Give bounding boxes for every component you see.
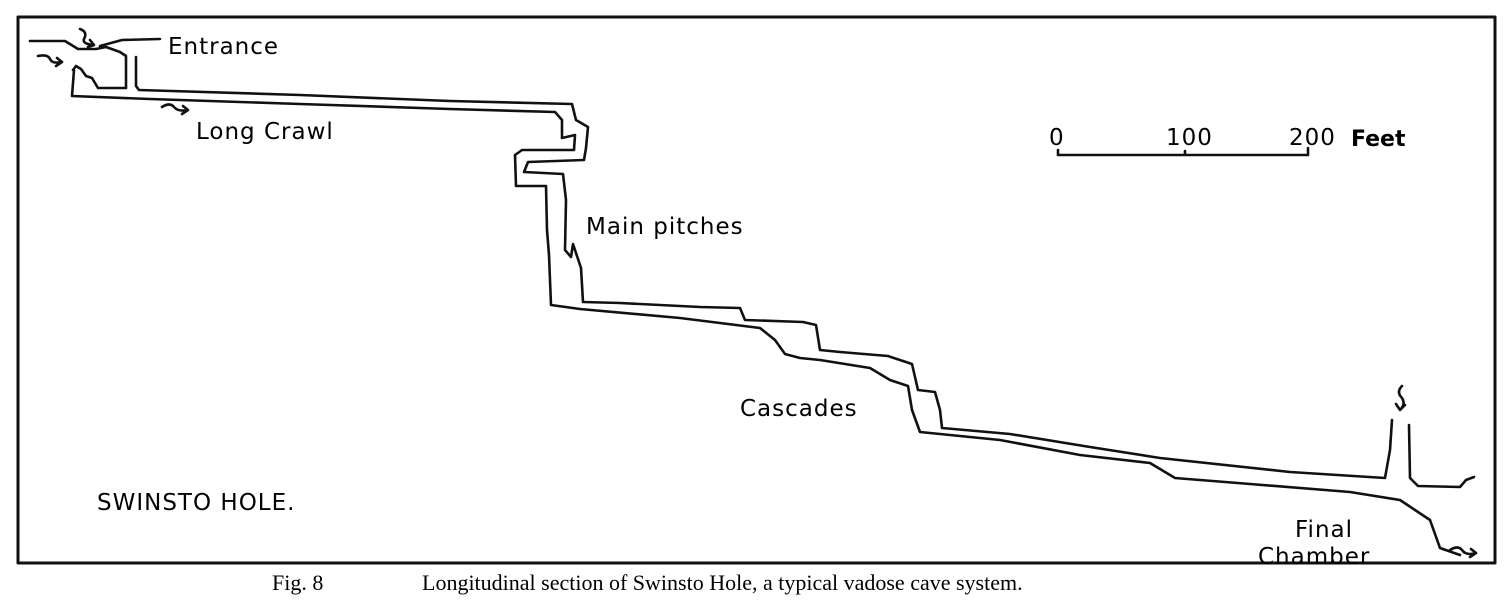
entrance-stream-arrow	[78, 27, 96, 49]
cave-floor-outline	[70, 68, 1462, 557]
figure-frame	[16, 15, 1497, 565]
label-long-crawl: Long Crawl	[196, 119, 334, 145]
scale-unit: Feet	[1351, 127, 1406, 152]
diagram-title: SWINSTO HOLE.	[97, 490, 296, 516]
label-entrance: Entrance	[168, 34, 280, 60]
label-main-pitches: Main pitches	[586, 214, 744, 240]
cave-roof-outline	[28, 39, 1476, 489]
scale-bar	[1056, 146, 1310, 157]
label-cascades: Cascades	[740, 396, 858, 422]
inlet-stream-arrow	[36, 54, 64, 68]
long-crawl-stream-arrow	[160, 103, 190, 116]
shaft-inlet-arrow	[1394, 384, 1407, 412]
label-final-chamber-line2: Chamber	[1258, 544, 1371, 570]
scale-tick-200: 200	[1289, 125, 1336, 151]
figure-number: Fig. 8	[272, 570, 324, 595]
outlet-stream-arrow	[1448, 546, 1478, 559]
scale-tick-0: 0	[1049, 125, 1065, 151]
figure-caption-text: Longitudinal section of Swinsto Hole, a …	[422, 570, 1023, 595]
scale-tick-100: 100	[1166, 125, 1213, 151]
figure-caption: Fig. 8 Longitudinal section of Swinsto Ho…	[272, 572, 1023, 594]
label-final-chamber-line1: Final	[1295, 517, 1354, 543]
entrance-leader-line	[98, 37, 162, 48]
